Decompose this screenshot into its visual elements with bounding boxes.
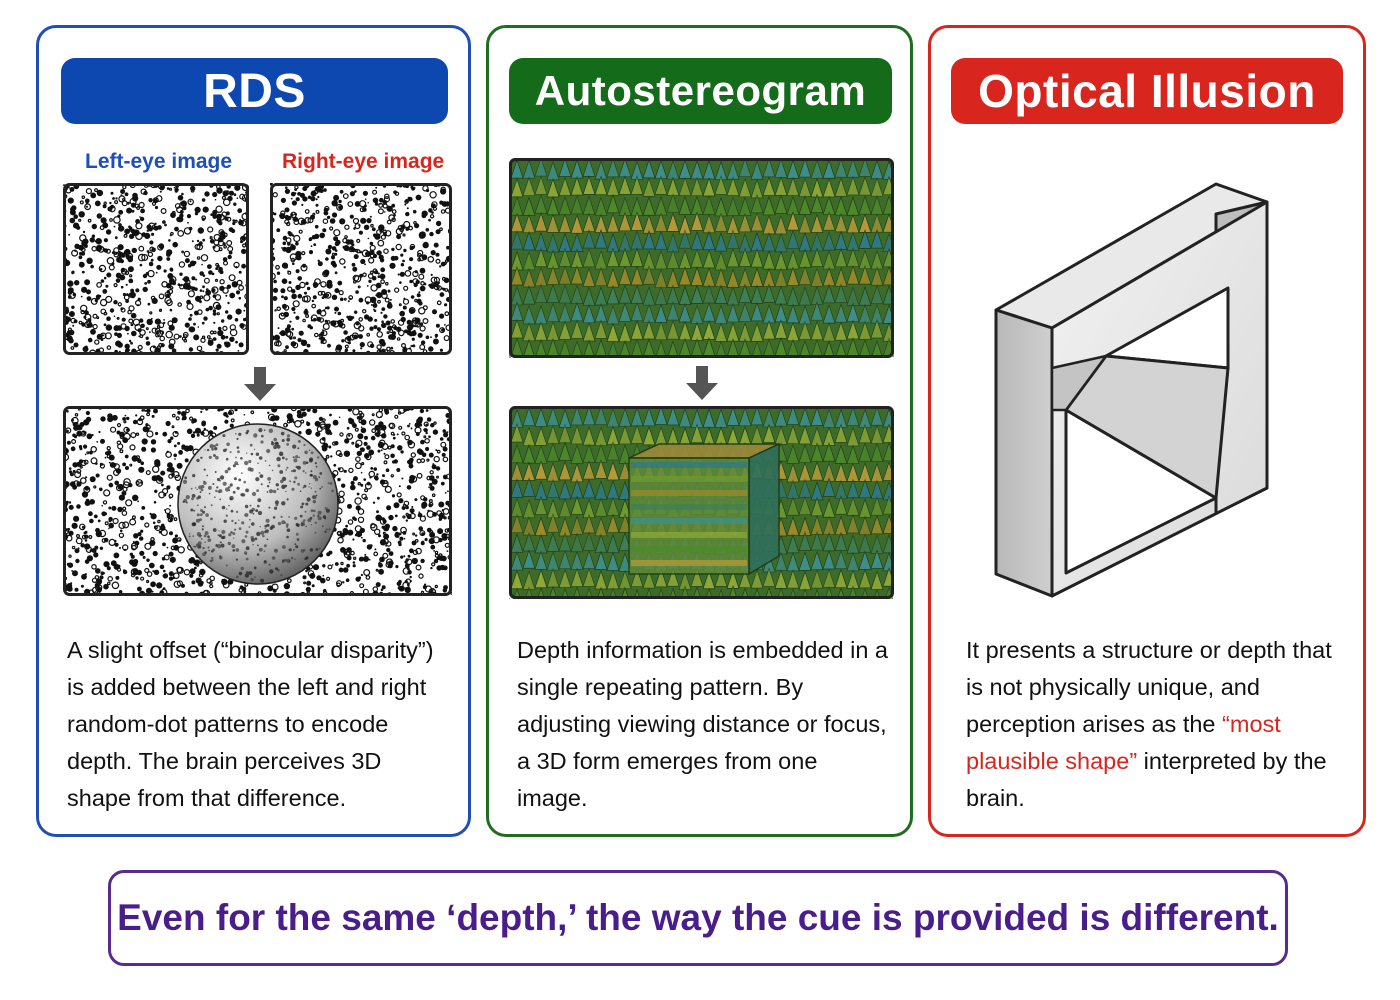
right-eye-label: Right-eye image [282,150,445,173]
autostereogram-description: Depth information is embedded in a singl… [517,637,888,811]
autostereogram-panel: Autostereogram Depth information is embe… [486,25,913,837]
autostereogram-title: Autostereogram [509,58,892,124]
rds-title: RDS [61,58,448,124]
rds-description: A slight offset (“binocular disparity”) … [67,637,434,811]
desc-part-2: interpreted by the brain. [966,748,1327,811]
left-eye-label: Left-eye image [85,150,233,173]
optical-illusion-description: It presents a structure or depth that is… [966,632,1343,817]
optical-illusion-panel: Optical Illusion It presents a structure… [928,25,1366,837]
summary-banner: Even for the same ‘depth,’ the way the c… [108,870,1288,966]
desc-highlight: “most plausible shape” [966,711,1281,774]
desc-part-1: It presents a structure or depth that is… [966,637,1332,737]
optical-illusion-title: Optical Illusion [951,58,1343,124]
impossible-figure-image [994,182,1269,598]
down-arrow-icon [244,367,276,401]
emerged-cube-pattern-image [509,406,894,599]
fused-sphere-dot-pattern [63,406,452,596]
rds-panel: RDS Left-eye image Right-eye image A sli… [36,25,471,837]
repeating-pattern-image [509,158,894,358]
right-eye-dot-pattern [270,183,452,355]
down-arrow-icon [686,366,718,400]
left-eye-dot-pattern [63,183,249,355]
